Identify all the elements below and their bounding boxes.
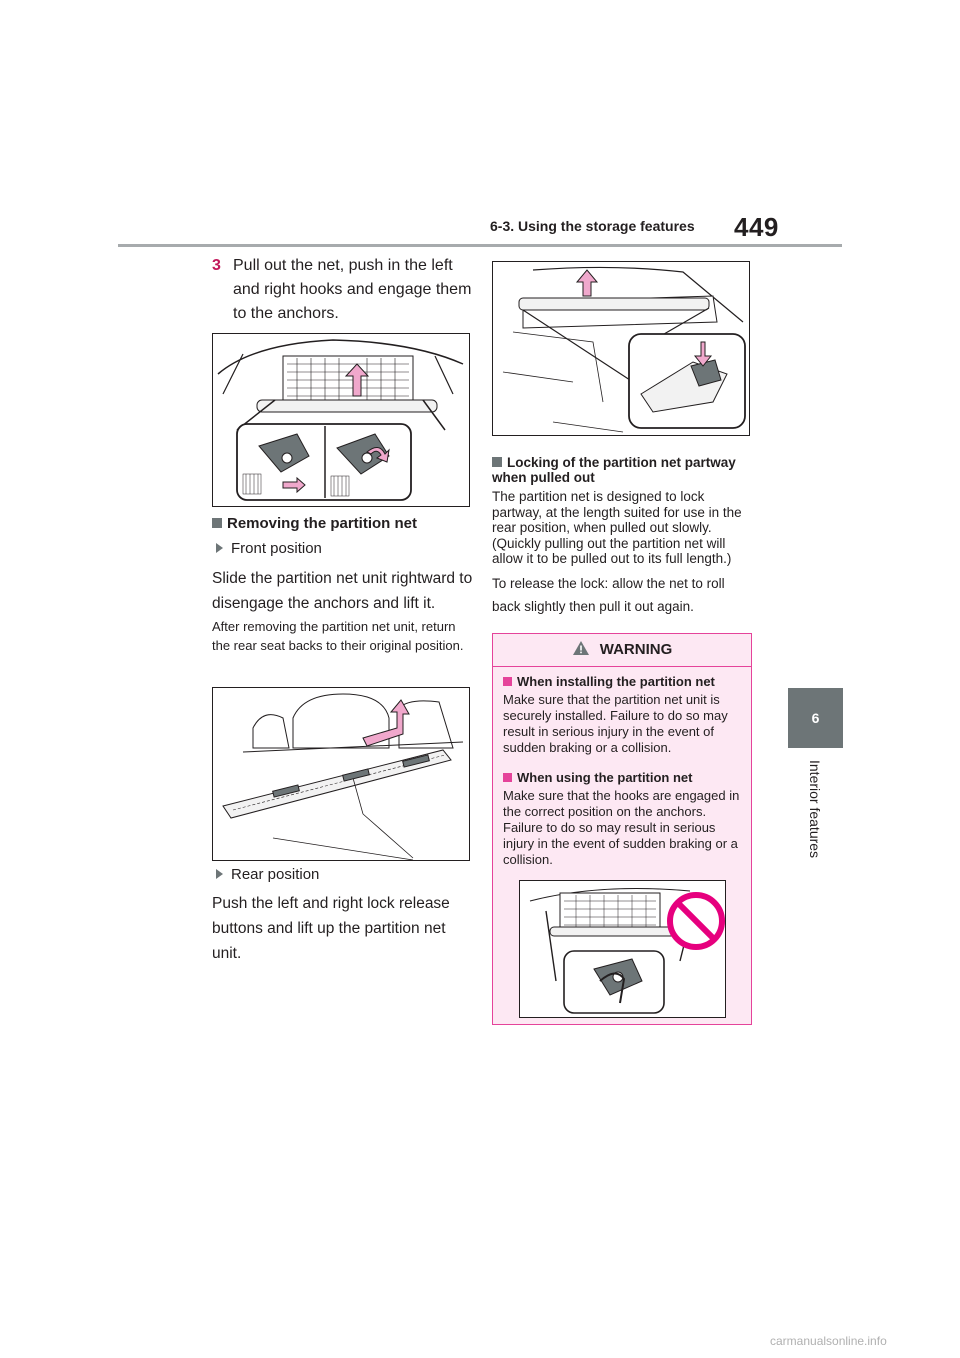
warning-box: WARNING When installing the partition ne… [492,633,752,1025]
warning-item-2-text: Make sure that the hooks are engaged in … [503,788,740,867]
step-3: 3 Pull out the net, push in the left and… [212,254,472,326]
warning-item-2-heading-text: When using the partition net [517,770,693,785]
triangle-bullet-icon [216,543,223,553]
front-removal-illustration [222,693,464,860]
removing-heading-text: Removing the partition net [227,515,418,532]
rear-position-label: Rear position [216,866,466,883]
locking-heading: Locking of the partition net partway whe… [492,455,754,485]
heading-square-icon [492,457,502,467]
release-body: To release the lock: allow the net to ro… [492,576,725,614]
triangle-bullet-icon [216,869,223,879]
warning-title: WARNING [599,641,673,658]
heading-square-icon [212,518,222,528]
front-position-text: Front position [231,540,322,557]
locking-heading-text: Locking of the partition net partway whe… [492,455,736,485]
figure-hooks-anchors [212,333,470,507]
watermark: carmanualsonline.info [770,1334,887,1348]
step-text: Pull out the net, push in the left and r… [233,257,472,322]
figure-front-removal [212,687,470,861]
figure-warning-hook [519,880,726,1018]
front-position-note: After removing the partition net unit, r… [212,619,464,653]
warning-item-1-heading-text: When installing the partition net [517,674,715,689]
warning-triangle-icon [572,636,590,655]
front-position-label: Front position [216,540,466,557]
front-position-body: Slide the partition net unit rightward t… [212,570,473,612]
warning-rule [493,666,751,667]
warning-square-icon [503,773,512,782]
hooks-anchors-illustration [217,339,464,501]
chapter-tab: 6 [788,688,843,748]
header-rule [118,244,842,247]
chapter-label: Interior features [800,760,830,890]
warning-item-2-heading: When using the partition net [503,770,743,786]
rear-position-body: Push the left and right lock release but… [212,895,450,962]
step-number: 3 [212,257,221,274]
removing-heading: Removing the partition net [212,515,472,532]
warning-item-1-heading: When installing the partition net [503,674,743,690]
figure-rear-release [492,261,750,436]
section-title: 6-3. Using the storage features [490,218,695,234]
rear-position-text: Rear position [231,866,320,883]
rear-release-illustration [502,266,746,433]
warning-square-icon [503,677,512,686]
page-number: 449 [734,212,779,242]
locking-body: The partition net is designed to lock pa… [492,489,742,566]
warning-hook-illustration [529,888,725,1014]
warning-header: WARNING [493,634,751,666]
warning-item-1-text: Make sure that the partition net unit is… [503,692,728,755]
chapter-label-text: Interior features [807,760,823,859]
